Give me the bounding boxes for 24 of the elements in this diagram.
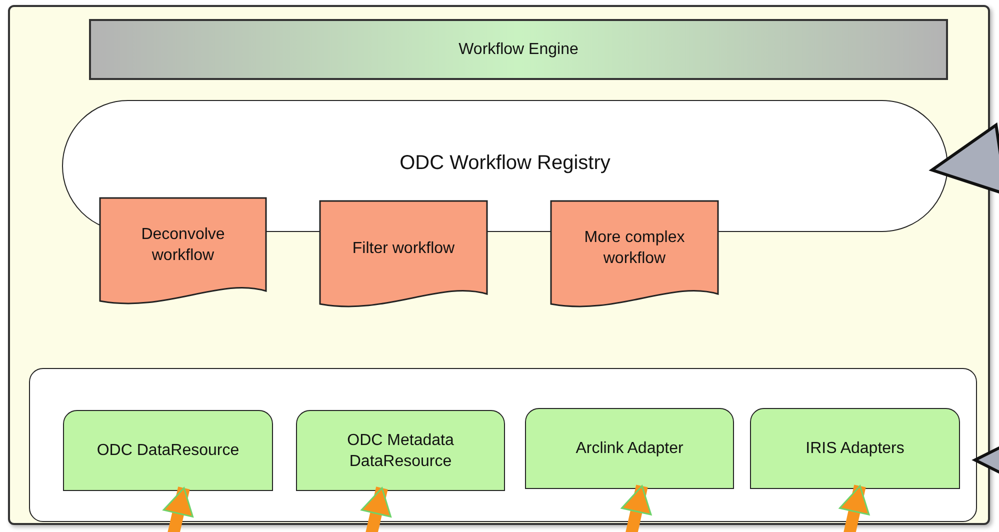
arrow: [360, 486, 392, 532]
panel-box: [29, 368, 977, 522]
arrow: [838, 484, 870, 532]
engine-bar: [89, 19, 948, 80]
node-label: Arclink Adapter: [576, 439, 684, 459]
adapter-box: [296, 410, 505, 491]
adapter-box: [750, 408, 960, 489]
adapter-box: [63, 410, 273, 491]
node-label: ODC DataResource: [96, 441, 240, 461]
node-title: ODC Workflow Registry: [400, 153, 610, 174]
arrow: [162, 486, 194, 532]
document-shape: [319, 200, 488, 310]
node-label: ODC Metadata DataResource: [346, 430, 455, 472]
callout-pointer: [930, 124, 999, 196]
frame-box: [8, 5, 990, 525]
node-label: Filter workflow: [352, 238, 455, 258]
node-label: Deconvolve workflow: [140, 225, 226, 266]
adapter-box: [525, 408, 734, 489]
document-shape: [550, 200, 719, 310]
node-label: IRIS Adapters: [806, 439, 904, 459]
document-shape: [99, 197, 267, 307]
node-title: Workflow Engine: [458, 40, 578, 60]
node-label: More complex workflow: [583, 228, 686, 269]
arrow: [620, 484, 652, 532]
